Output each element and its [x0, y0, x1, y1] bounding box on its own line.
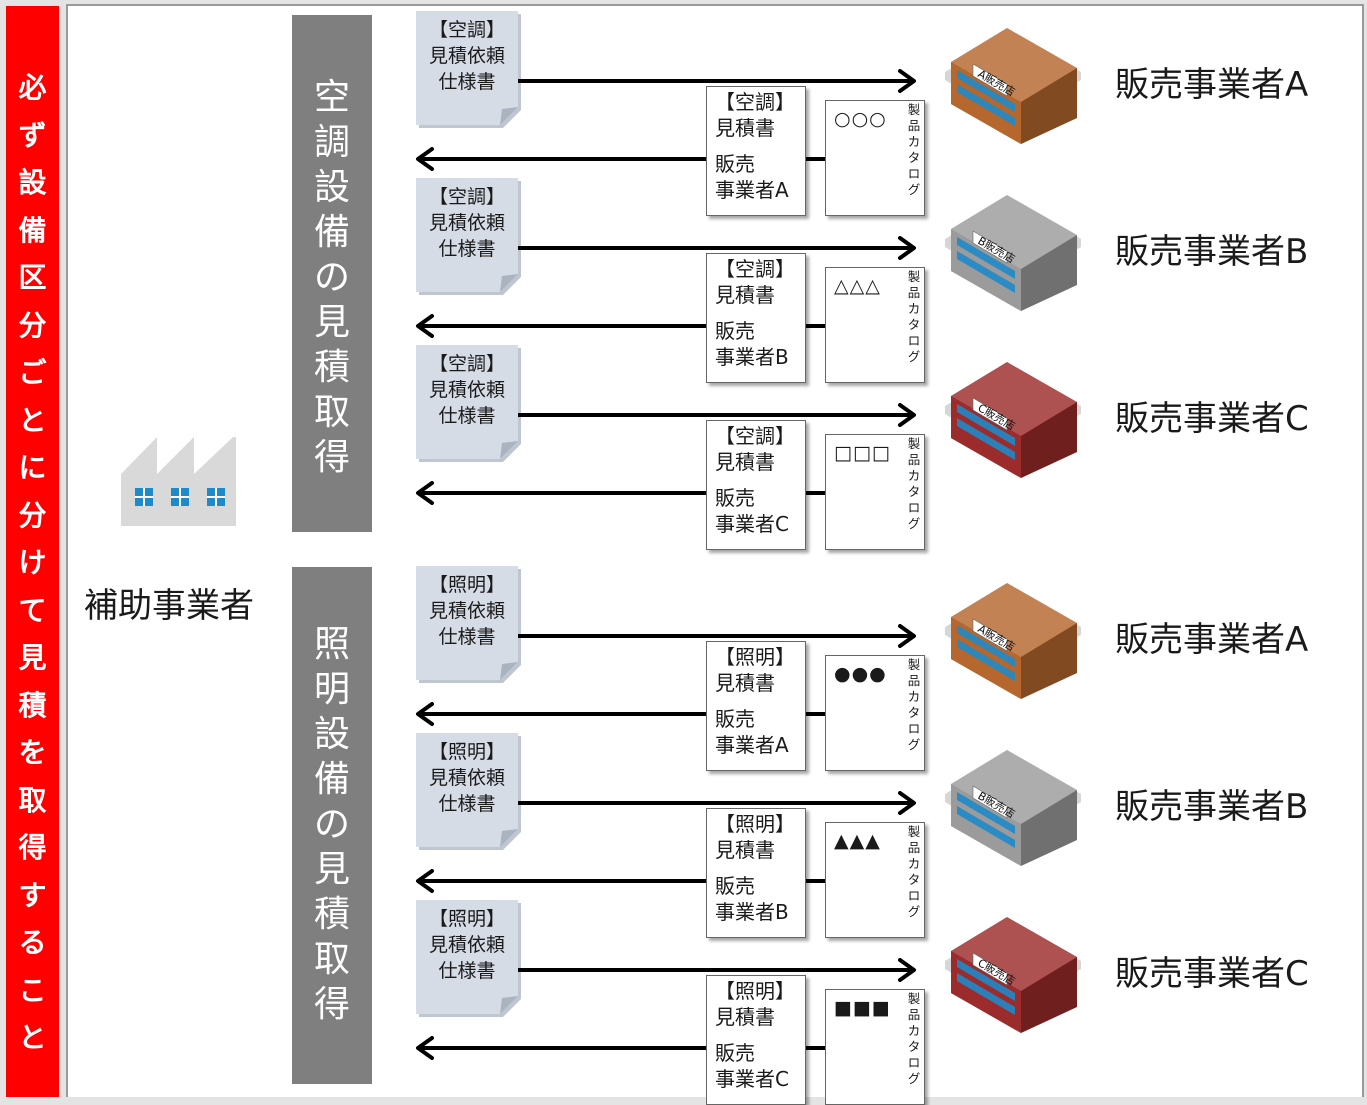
catalog-symbols: ●●●: [834, 663, 887, 685]
request-document: 【空調】見積依頼仕様書: [416, 345, 521, 462]
product-catalog: ▲▲▲ 製品カタログ: [825, 822, 925, 938]
shop-building-icon: A販売店: [943, 575, 1083, 700]
catalog-label: 製品カタログ: [907, 824, 921, 919]
category-bar: 空調設備の見積取得: [292, 15, 372, 532]
catalog-label: 製品カタログ: [907, 269, 921, 364]
quotation-title: 【空調】見積書: [715, 90, 795, 140]
quotation-vendor: 販売事業者C: [715, 486, 789, 536]
subsidy-operator-label: 補助事業者: [84, 586, 254, 626]
quotation-vendor: 販売事業者B: [715, 319, 789, 369]
vendor-label: 販売事業者A: [1115, 620, 1309, 660]
request-document: 【照明】見積依頼仕様書: [416, 733, 521, 850]
category-bar: 照明設備の見積取得: [292, 567, 372, 1084]
quotation-document: 【空調】見積書販売事業者A: [706, 86, 806, 216]
quote-arrow: [416, 702, 826, 726]
request-document: 【空調】見積依頼仕様書: [416, 11, 521, 128]
catalog-label: 製品カタログ: [907, 657, 921, 752]
request-document-text: 【空調】見積依頼仕様書: [428, 353, 505, 427]
shop-building-icon: B販売店: [943, 742, 1083, 867]
quotation-document: 【照明】見積書販売事業者C: [706, 975, 806, 1105]
quote-arrow: [416, 314, 826, 338]
product-catalog: □□□ 製品カタログ: [825, 434, 925, 550]
catalog-symbols: ○○○: [834, 108, 887, 130]
request-arrow: [518, 958, 916, 982]
quotation-title: 【空調】見積書: [715, 424, 795, 474]
quotation-vendor: 販売事業者A: [715, 707, 789, 757]
shop-building-icon: C販売店: [943, 354, 1083, 479]
catalog-label: 製品カタログ: [907, 991, 921, 1086]
catalog-symbols: □□□: [834, 442, 891, 464]
request-arrow: [518, 403, 916, 427]
product-catalog: △△△ 製品カタログ: [825, 267, 925, 383]
request-document-text: 【空調】見積依頼仕様書: [428, 186, 505, 260]
notice-banner-text: 必ず設備区分ごとに分けて見積を取得すること: [18, 71, 47, 1054]
catalog-symbols: ■■■: [834, 997, 891, 1019]
request-arrow: [518, 236, 916, 260]
vendor-label: 販売事業者A: [1115, 65, 1309, 105]
request-arrow: [518, 624, 916, 648]
request-document-text: 【照明】見積依頼仕様書: [428, 574, 505, 648]
quotation-title: 【照明】見積書: [715, 979, 795, 1029]
shop-building-icon: B販売店: [943, 187, 1083, 312]
factory-icon: [121, 437, 236, 526]
quotation-title: 【空調】見積書: [715, 257, 795, 307]
quotation-document: 【照明】見積書販売事業者B: [706, 808, 806, 938]
catalog-symbols: ▲▲▲: [834, 830, 881, 852]
vendor-label: 販売事業者B: [1115, 232, 1309, 272]
quotation-vendor: 販売事業者B: [715, 874, 789, 924]
request-document: 【照明】見積依頼仕様書: [416, 900, 521, 1017]
quote-arrow: [416, 147, 826, 171]
quotation-title: 【照明】見積書: [715, 812, 795, 862]
quotation-title: 【照明】見積書: [715, 645, 795, 695]
request-arrow: [518, 791, 916, 815]
request-document: 【空調】見積依頼仕様書: [416, 178, 521, 295]
product-catalog: ●●● 製品カタログ: [825, 655, 925, 771]
request-document-text: 【照明】見積依頼仕様書: [428, 908, 505, 982]
catalog-label: 製品カタログ: [907, 102, 921, 197]
shop-building-icon: A販売店: [943, 20, 1083, 145]
request-document-text: 【照明】見積依頼仕様書: [428, 741, 505, 815]
quotation-document: 【空調】見積書販売事業者B: [706, 253, 806, 383]
quotation-vendor: 販売事業者C: [715, 1041, 789, 1091]
quote-arrow: [416, 1036, 826, 1060]
shop-building-icon: C販売店: [943, 909, 1083, 1034]
quote-arrow: [416, 481, 826, 505]
vendor-label: 販売事業者C: [1115, 954, 1309, 994]
quotation-document: 【照明】見積書販売事業者A: [706, 641, 806, 771]
request-document-text: 【空調】見積依頼仕様書: [428, 19, 505, 93]
request-document: 【照明】見積依頼仕様書: [416, 566, 521, 683]
notice-banner: 必ず設備区分ごとに分けて見積を取得すること: [6, 6, 59, 1097]
product-catalog: ■■■ 製品カタログ: [825, 989, 925, 1105]
product-catalog: ○○○ 製品カタログ: [825, 100, 925, 216]
quotation-document: 【空調】見積書販売事業者C: [706, 420, 806, 550]
request-arrow: [518, 69, 916, 93]
vendor-label: 販売事業者B: [1115, 787, 1309, 827]
quotation-vendor: 販売事業者A: [715, 152, 789, 202]
vendor-label: 販売事業者C: [1115, 399, 1309, 439]
catalog-symbols: △△△: [834, 275, 881, 297]
catalog-label: 製品カタログ: [907, 436, 921, 531]
quote-arrow: [416, 869, 826, 893]
